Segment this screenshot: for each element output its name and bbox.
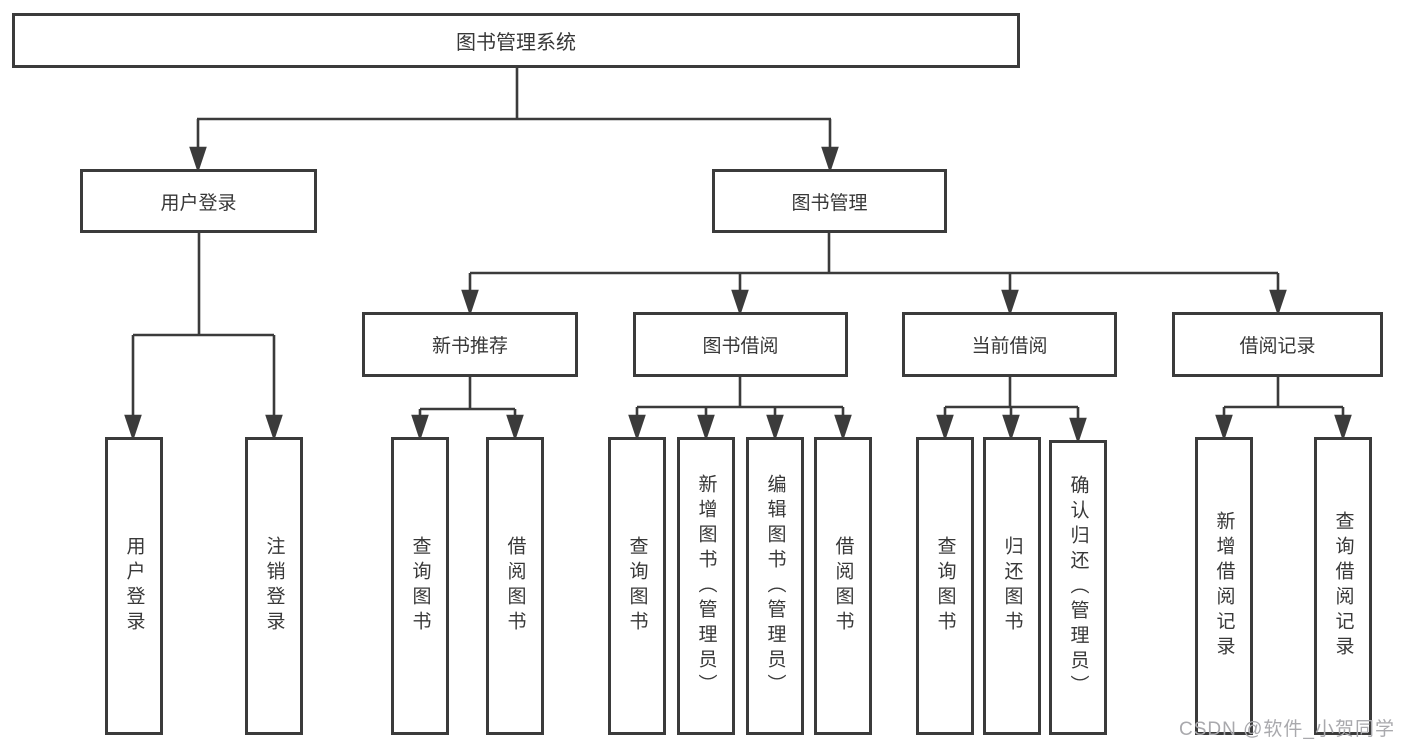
leaf-add-books-admin: 新增图书（管理员） <box>677 437 735 735</box>
leaf-user-login: 用户登录 <box>105 437 163 735</box>
leaf-query-books-recommend: 查询图书 <box>391 437 449 735</box>
leaf-return-books: 归还图书 <box>983 437 1041 735</box>
node-book-management: 图书管理 <box>712 169 947 233</box>
leaf-edit-books-admin: 编辑图书（管理员） <box>746 437 804 735</box>
node-library-management-system: 图书管理系统 <box>12 13 1020 68</box>
node-user-login-group: 用户登录 <box>80 169 317 233</box>
node-borrowing-records: 借阅记录 <box>1172 312 1383 377</box>
leaf-add-borrow-record: 新增借阅记录 <box>1195 437 1253 735</box>
leaf-confirm-return-admin: 确认归还（管理员） <box>1049 440 1107 735</box>
leaf-borrow-books: 借阅图书 <box>814 437 872 735</box>
node-current-borrowing: 当前借阅 <box>902 312 1117 377</box>
leaf-query-books-current: 查询图书 <box>916 437 974 735</box>
csdn-watermark: CSDN @软件_小贺同学 <box>1179 719 1395 740</box>
leaf-query-books-borrowing: 查询图书 <box>608 437 666 735</box>
leaf-borrow-books-recommend: 借阅图书 <box>486 437 544 735</box>
leaf-query-borrow-record: 查询借阅记录 <box>1314 437 1372 735</box>
node-book-borrowing: 图书借阅 <box>633 312 848 377</box>
node-new-book-recommendation: 新书推荐 <box>362 312 578 377</box>
leaf-logout: 注销登录 <box>245 437 303 735</box>
